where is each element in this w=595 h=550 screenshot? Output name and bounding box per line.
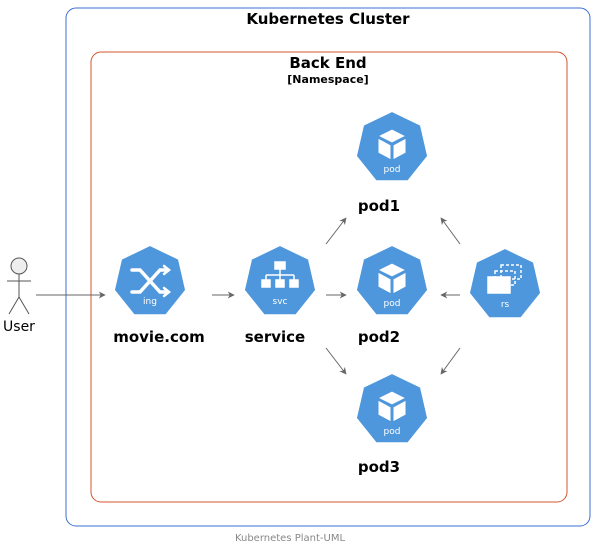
node-pod1[interactable]: pod [354, 109, 430, 183]
edge-svc-to-pod1 [325, 217, 347, 245]
replicaset-kind-label: rs [501, 300, 510, 310]
pod2-kind-label: pod [384, 299, 401, 309]
edge-svc-to-pod3 [325, 347, 347, 375]
node-pod2[interactable]: pod [354, 243, 430, 317]
pod2-label: pod2 [358, 328, 400, 346]
namespace-subtitle: [Namespace] [287, 73, 368, 86]
pod1-kind-label: pod [384, 165, 401, 175]
pod-icon [376, 262, 408, 295]
node-replicaset[interactable]: rs [467, 246, 543, 320]
pod1-label: pod1 [358, 197, 400, 215]
edge-rs-to-pod1 [440, 217, 461, 245]
node-pod3[interactable]: pod [354, 371, 430, 445]
footer-caption: Kubernetes Plant-UML [235, 533, 346, 544]
node-ingress[interactable]: ing [112, 243, 188, 317]
ingress-kind-label: ing [143, 297, 157, 307]
edge-rs-to-pod3 [440, 347, 461, 375]
pod-icon [376, 128, 408, 161]
cluster-boundary [65, 7, 591, 527]
edges [36, 217, 461, 375]
ingress-icon [130, 264, 172, 298]
namespace-boundary [90, 51, 568, 503]
pod-icon [376, 390, 408, 423]
service-label: service [245, 328, 305, 346]
user-label: User [3, 319, 35, 335]
pod3-kind-label: pod [384, 427, 401, 437]
ingress-label: movie.com [113, 328, 205, 346]
pod3-label: pod3 [358, 458, 400, 476]
service-kind-label: svc [273, 297, 288, 307]
service-icon [261, 261, 299, 288]
node-service[interactable]: svc [242, 243, 318, 317]
cluster-title: Kubernetes Cluster [246, 10, 410, 28]
replicaset-icon [487, 264, 522, 294]
user-actor [7, 257, 31, 315]
namespace-title: Back End [289, 54, 366, 72]
